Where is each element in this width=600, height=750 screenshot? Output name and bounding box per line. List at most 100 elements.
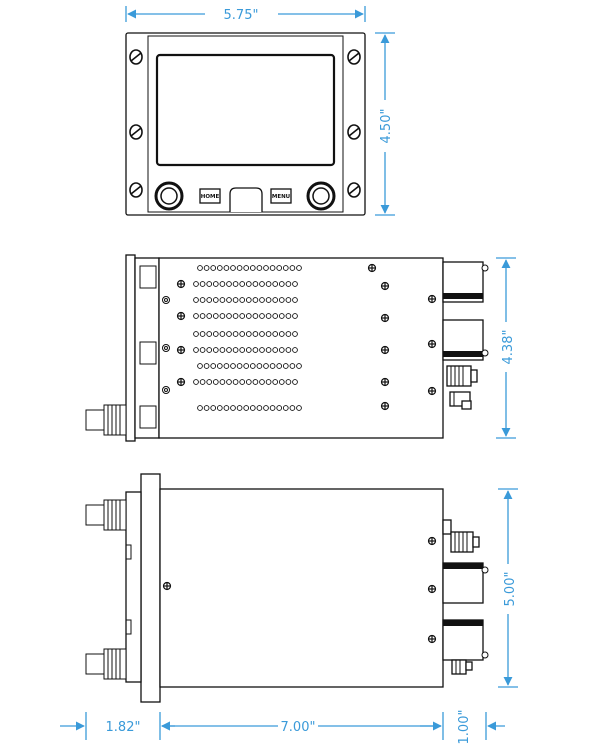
screw xyxy=(427,536,437,546)
vent-hole xyxy=(230,265,236,271)
vent-hole xyxy=(199,313,206,319)
mounting-screws xyxy=(129,49,361,198)
vent-hole xyxy=(296,363,302,369)
vent-hole xyxy=(232,379,239,385)
vent-hole xyxy=(206,347,213,353)
top-knob-upper xyxy=(85,499,127,531)
vent-hole xyxy=(296,265,302,271)
vent-hole xyxy=(219,297,226,303)
vent-hole xyxy=(278,331,285,337)
vent-hole xyxy=(206,379,213,385)
vent-hole xyxy=(282,405,289,411)
vent-hole xyxy=(210,405,217,411)
vent-hole xyxy=(226,281,232,287)
vent-hole xyxy=(259,331,265,337)
screw xyxy=(380,377,390,387)
vent-hole xyxy=(272,347,279,353)
vent-hole xyxy=(259,281,265,287)
vent-hole xyxy=(199,297,206,303)
screw xyxy=(176,377,186,387)
vent-hole xyxy=(245,281,252,287)
vent-hole xyxy=(212,281,219,287)
vent-hole xyxy=(259,379,265,385)
vent-hole xyxy=(223,405,230,411)
screw xyxy=(380,313,390,323)
vent-hole xyxy=(269,265,276,271)
vent-hole xyxy=(243,363,250,369)
left-knob xyxy=(154,181,184,211)
vent-hole xyxy=(193,347,199,353)
vent-hole xyxy=(278,297,285,303)
vent-hole xyxy=(239,281,246,287)
vent-hole xyxy=(243,405,250,411)
top-view xyxy=(85,473,489,703)
vent-hole xyxy=(245,347,252,353)
knob-depth-label: 1.82" xyxy=(106,720,141,735)
vent-hole xyxy=(265,297,272,303)
vent-hole xyxy=(193,297,199,303)
vent-hole xyxy=(245,297,252,303)
vent-hole xyxy=(197,363,203,369)
screw xyxy=(176,311,186,321)
vent-hole xyxy=(282,363,289,369)
card-slot xyxy=(229,187,263,212)
front-width-label: 5.75" xyxy=(224,8,259,23)
vent-hole xyxy=(265,347,272,353)
home-button-label: HOME xyxy=(201,194,220,200)
vent-hole xyxy=(203,363,210,369)
vent-hole xyxy=(265,379,272,385)
top-height-dimension: 5.00" xyxy=(498,488,518,688)
screw xyxy=(380,401,390,411)
screw xyxy=(380,345,390,355)
vent-hole xyxy=(210,265,217,271)
vent-hole xyxy=(269,405,276,411)
vent-hole xyxy=(259,347,265,353)
vent-hole xyxy=(285,331,292,337)
vent-hole xyxy=(236,363,243,369)
vent-hole xyxy=(278,281,285,287)
vent-hole xyxy=(193,313,199,319)
vent-hole xyxy=(252,281,259,287)
screw xyxy=(367,263,377,273)
side-height-label: 4.38" xyxy=(501,330,516,365)
vent-hole xyxy=(263,363,269,369)
vent-hole xyxy=(230,363,236,369)
vent-hole xyxy=(243,265,250,271)
vent-hole xyxy=(278,347,285,353)
vent-hole xyxy=(292,331,298,337)
side-knob-connector xyxy=(85,404,127,436)
vent-hole xyxy=(210,363,217,369)
vent-hole xyxy=(269,363,276,369)
vent-hole xyxy=(232,347,239,353)
screw xyxy=(427,386,437,396)
vent-hole xyxy=(206,313,213,319)
vent-hole xyxy=(265,281,272,287)
vent-hole xyxy=(263,265,269,271)
vent-hole xyxy=(239,347,246,353)
vent-hole xyxy=(276,363,283,369)
side-screws xyxy=(176,263,437,411)
vent-hole xyxy=(252,297,259,303)
vent-hole xyxy=(285,281,292,287)
vent-hole xyxy=(226,347,232,353)
top-screws xyxy=(162,536,437,644)
vent-hole xyxy=(292,379,298,385)
top-height-label: 5.00" xyxy=(503,572,518,607)
side-holes-front xyxy=(162,296,170,394)
vent-hole xyxy=(282,265,289,271)
vent-hole xyxy=(212,347,219,353)
vent-hole xyxy=(212,331,219,337)
front-height-dimension: 4.50" xyxy=(375,32,395,216)
screw xyxy=(427,294,437,304)
vent-hole xyxy=(276,405,283,411)
top-knob-lower xyxy=(85,648,127,680)
vent-hole xyxy=(292,313,298,319)
vent-hole xyxy=(232,297,239,303)
rear-depth-label: 1.00" xyxy=(457,710,472,745)
screw xyxy=(427,634,437,644)
vent-hole xyxy=(216,405,223,411)
vent-hole xyxy=(239,331,246,337)
vent-hole xyxy=(206,281,213,287)
front-view: HOME MENU xyxy=(125,32,366,216)
vent-hole xyxy=(206,331,213,337)
